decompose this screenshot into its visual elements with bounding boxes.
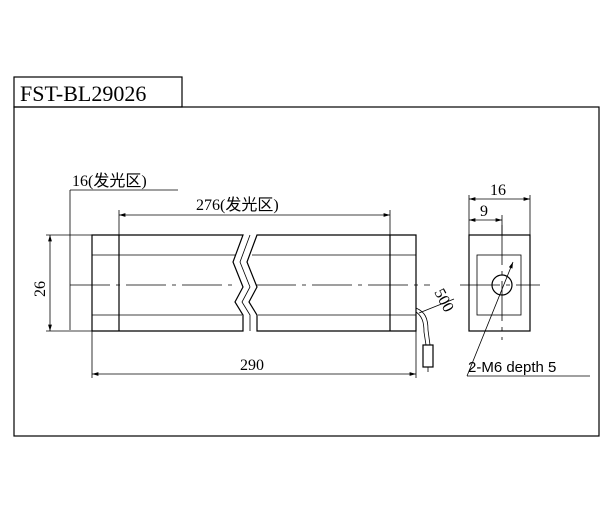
side-outline (468, 234, 531, 332)
hole-leader (466, 261, 514, 377)
cable-wire-2 (415, 311, 427, 346)
break-line (239, 234, 251, 331)
dim-cable: 500 (430, 286, 456, 315)
title-block: FST-BL29026 (13, 76, 183, 108)
dim-500-line (418, 298, 455, 314)
cable-wire-1 (415, 307, 431, 346)
dim-emitting-end: 16(发光区) (72, 172, 147, 190)
dim-emitting-length: 276(发光区) (196, 196, 279, 214)
dim-side-width: 16 (490, 182, 506, 199)
cable-connector (422, 344, 434, 368)
drawing-frame (13, 106, 600, 437)
dim-side-offset: 9 (480, 203, 488, 220)
dim-total-length: 290 (240, 357, 264, 374)
body-left-outline (91, 234, 244, 332)
side-view: 16 9 2-M6 depth 5 (460, 182, 590, 377)
front-view: 16(发光区) 276(发光区) 290 26 500 (32, 172, 457, 378)
body-right-outline (246, 234, 417, 332)
model-label: FST-BL29026 (20, 81, 146, 106)
hole-note: 2-M6 depth 5 (468, 359, 556, 376)
dim-height: 26 (32, 281, 49, 297)
